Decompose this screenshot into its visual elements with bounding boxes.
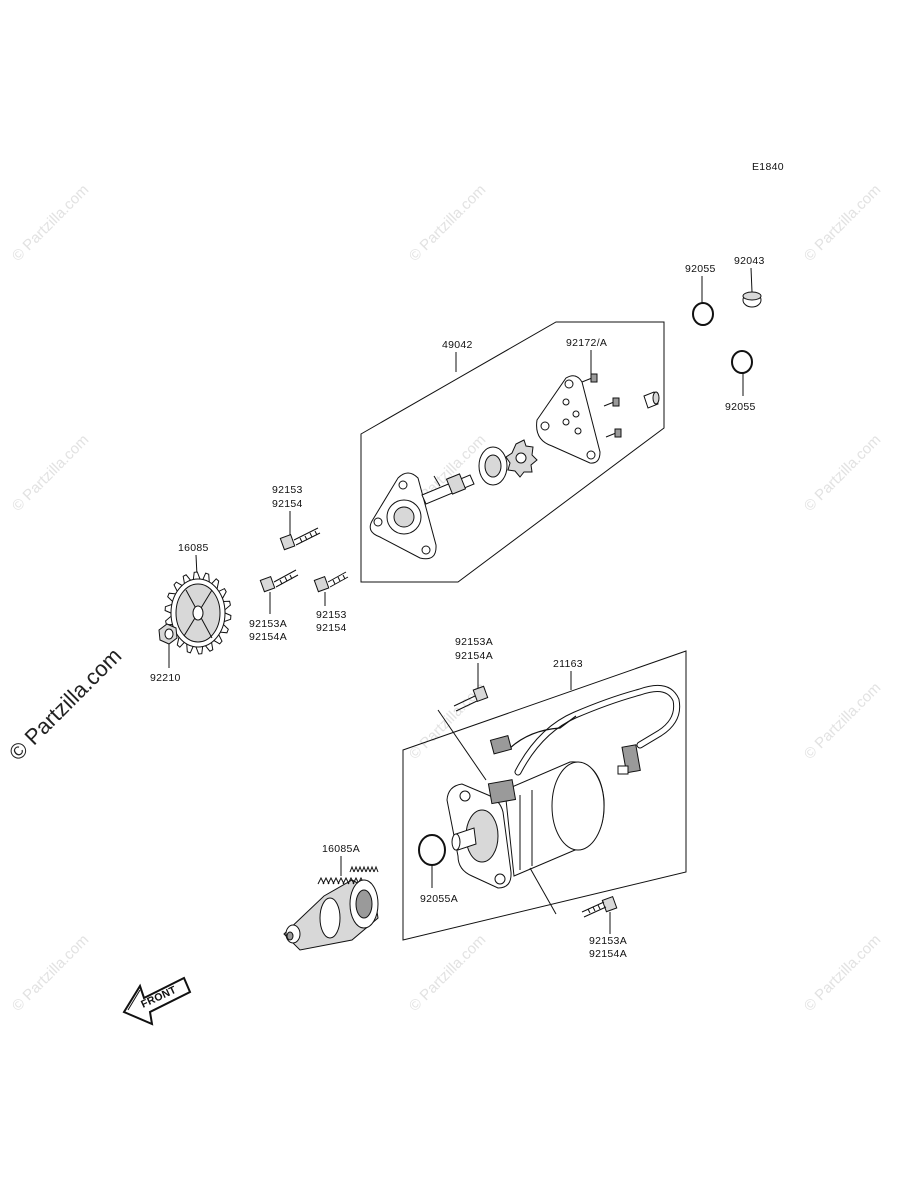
gear-tooth	[353, 865, 359, 873]
part-label: 21163	[553, 658, 583, 670]
part-label: 16085A	[322, 843, 360, 855]
part-label: 92154A	[589, 948, 627, 960]
part-label: 92043	[734, 255, 765, 267]
part-label: 92153A	[455, 636, 493, 648]
front-arrow-icon: FRONT	[122, 976, 192, 1026]
part-label: 92153A	[249, 618, 287, 630]
watermark: © Partzilla.com	[406, 931, 489, 1014]
gear-tooth	[347, 876, 355, 885]
gear-tooth	[342, 876, 350, 885]
gear-tooth	[361, 865, 367, 873]
watermark: © Partzilla.com	[801, 931, 884, 1014]
part-16085-sprocket[interactable]: 16085	[164, 542, 232, 655]
watermark: © Partzilla.com	[9, 931, 92, 1014]
part-92055-top[interactable]: 92055	[685, 263, 716, 326]
part-92153A-92154A-left[interactable]: 92153A 92154A	[249, 569, 299, 643]
part-92043[interactable]: 92043	[734, 255, 765, 308]
gear-tooth	[357, 865, 363, 873]
part-label: 92055	[685, 263, 716, 275]
part-label: 92153	[272, 484, 303, 496]
watermark-main: © Partzilla.com	[4, 643, 127, 766]
gear-tooth	[373, 865, 379, 873]
watermark: © Partzilla.com	[801, 431, 884, 514]
part-49042-assembly[interactable]: 49042 92172/A	[360, 321, 665, 583]
watermark: © Partzilla.com	[801, 679, 884, 762]
part-label: 92154	[272, 498, 303, 510]
part-21163-starter-motor[interactable]: 21163 92153A 92154A 92055A	[402, 636, 687, 960]
part-label: 92154A	[249, 631, 287, 643]
gear-tooth	[337, 876, 345, 885]
gear-tooth	[322, 876, 330, 885]
watermark: © Partzilla.com	[9, 181, 92, 264]
gear-tooth	[365, 865, 371, 873]
gear-tooth	[327, 876, 335, 885]
part-92153-92154-mid[interactable]: 92153 92154	[313, 571, 349, 634]
part-label: 92055	[725, 401, 756, 413]
gear-tooth	[369, 865, 375, 873]
part-label: 92172/A	[566, 337, 607, 349]
part-92210-nut[interactable]: 92210	[150, 623, 181, 684]
part-label: 92154	[316, 622, 347, 634]
diagram-code: E1840	[752, 161, 784, 173]
part-label: 92153	[316, 609, 347, 621]
part-label: 92210	[150, 672, 181, 684]
watermark: © Partzilla.com	[9, 431, 92, 514]
gear-tooth	[317, 876, 325, 885]
part-16085A-gear[interactable]: 16085A	[283, 843, 379, 951]
gear-tooth	[332, 876, 340, 885]
part-label: 92154A	[455, 650, 493, 662]
part-label: 92153A	[589, 935, 627, 947]
watermark: © Partzilla.com	[801, 181, 884, 264]
part-label: 92055A	[420, 893, 458, 905]
watermark: © Partzilla.com	[406, 181, 489, 264]
part-92055-right[interactable]: 92055	[725, 350, 756, 413]
gear-tooth	[349, 865, 355, 873]
part-92153-92154-upper[interactable]: 92153 92154	[272, 484, 321, 551]
part-label: 16085	[178, 542, 209, 554]
part-label: 49042	[442, 339, 473, 351]
screw-icon	[581, 373, 622, 438]
